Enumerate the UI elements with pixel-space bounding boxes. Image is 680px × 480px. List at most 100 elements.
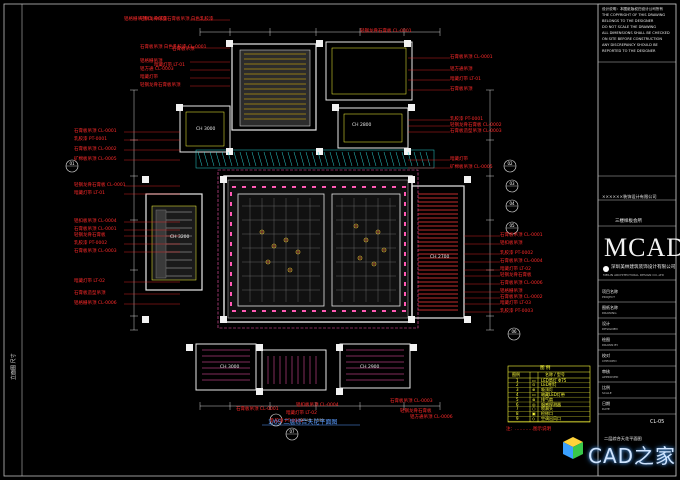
right-annotation: 乳胶漆 PT-0001 [450,117,484,122]
columns [142,40,471,395]
left-annotation: 石膏板吊顶 白色乳胶漆 CL-0001 [140,45,207,50]
right-annotation: 石膏板造型吊顶 CL-0003 [450,129,502,134]
left-annotation: 铝格栅吊顶 CL-0006 [74,301,117,306]
legend-index: 8 [516,411,519,417]
title-block-note: BELONGS TO THE DESIGNER [602,19,654,23]
project-name: 三楼样板会所 [615,219,642,224]
title-block-field-key: 审核 [602,369,610,374]
ceiling-panel-left [237,193,325,307]
title-block-note: ON SITE BEFORE CONSTRUCTION [602,37,663,41]
company-badge-icon [603,266,609,272]
room-top-left [179,105,231,153]
room-ceiling-height-tag: CH 2800 [352,123,372,128]
right-annotation: 铝格栅吊顶 [500,289,523,294]
right-annotation: 乳胶漆 PT-0002 [500,251,534,256]
legend-name: 空调出风口 [541,415,561,421]
bottom-annotation: 铝方通吊顶 CL-0006 [410,415,453,420]
right-annotation: 矿棉板吊顶 CL-0005 [450,165,493,170]
ceiling-grid [242,198,396,302]
legend-name: 喷淋头 [541,406,553,412]
legend-symbol: ◎ [532,401,536,407]
legend-title: 图 例 [540,366,551,371]
legend-index: 2 [516,382,519,388]
top-annotation: 暗藏灯带 LT-01 [154,63,186,68]
title-block-field-key: 项目名称 [602,289,618,294]
room-top-right-a [325,41,413,101]
room-top-center [231,43,317,131]
right-annotation: 石膏板吊顶 CL-0001 [450,55,493,60]
sheet-name: 二层综合天花平面图 [604,436,642,441]
bottom-annotation: 轻钢龙骨石膏板 [400,409,432,414]
sheet-number: CL-05 [650,419,665,425]
legend-header-symbol: 图例 [512,372,520,377]
sheet-title: 1/05 二层综合天花平面图 [268,419,338,426]
title-block-field-key: 校对 [602,353,610,358]
legend-symbol: ▭ [532,391,536,397]
bottom-annotation: 石膏板吊顶 CL-0003 [390,399,433,404]
title-block-field-key: 设计 [602,321,610,326]
legend-index: 7 [516,406,519,412]
scale-label: SCALE: 1:100 [300,418,324,422]
bottom-annotation: 石膏板吊顶 CL-0001 [236,407,279,412]
title-block-note: ANY DISCREPANCY SHOULD BE [602,43,658,47]
room-ceiling-height-tag: CH 2900 [360,365,380,370]
company-top: ××××××装饰设计有限公司 [602,194,657,199]
title-block-field-value: DATE [602,407,610,411]
right-annotation: 轻钢龙骨石膏板 CL-0002 [450,123,502,128]
legend-index: 3 [516,387,519,393]
left-annotation: 铝格栅吊顶 [140,59,163,64]
room-ceiling-height-tag: CH 3200 [170,235,190,240]
legend-name: 检修口 [541,411,553,417]
title-block-field-value: SCALE [602,391,612,395]
legend-symbol: ◇ [532,415,536,421]
left-annotation: 暗藏灯带 LT-01 [74,191,106,196]
left-annotation: 乳胶漆 PT-0002 [74,241,108,246]
section-bubble-label: 02 [507,160,513,166]
bottom-annotation: 铝扣板吊顶 CL-0004 [296,403,339,408]
title-block-note: ALL DIMENSIONS SHALL BE CHECKED [602,31,670,35]
company-cn: 深圳美林建筑装饰设计有限公司 [611,265,676,270]
room-ceiling-height-tag: CH 3000 [196,127,216,132]
room-top-right-b [337,107,409,149]
legend-symbol: ⊗ [532,396,536,402]
section-bubble-label: 07 [289,428,295,434]
bottom-annotation: 乳胶漆 PT-0002 [270,419,304,424]
top-annotation: 石膏板吊顶 [172,47,195,52]
left-annotation: 铝方通 CL-0003 [140,67,174,72]
title-block-field-key: 图纸名称 [602,305,618,310]
legend-table [507,365,591,423]
title-block-field-value: APPROVED [602,375,619,379]
title-block-note: THE COPYRIGHT OF THIS DRAWING [602,13,666,17]
legend-symbol: ▣ [532,411,536,417]
left-annotation: 铝扣板吊顶 CL-0004 [74,219,117,224]
left-annotation: 轻钢龙骨石膏板 CL-0001 [74,183,126,188]
left-annotation: 乳胶漆 PT-0001 [74,137,108,142]
room-bottom-a [195,343,257,391]
top-annotation: 轻钢龙骨石膏板 CL-0001 [360,29,412,34]
mcad-logo: MCAD [604,233,680,262]
left-annotation: 轻钢龙骨纸面石膏板吊顶 白色乳胶漆 [140,17,214,22]
watermark-logo: CAD之家 [588,444,677,468]
ceiling-lights [230,186,406,312]
title-block-note: 设计说明：本图纸版权归设计公司所有 [602,7,664,11]
title-block-field-key: 绘图 [602,337,610,342]
right-annotation: 暗藏灯带 LT-02 [500,267,532,272]
aluminium-strip-ceiling [239,49,311,127]
legend-symbol: ⊕ [532,387,536,393]
room-right [411,185,465,319]
section-bubble-label: 03 [509,180,515,186]
sheet-title-marker [269,413,283,427]
room-bottom-c [339,343,411,389]
title-block-field-value: DRAWING [602,311,617,315]
left-annotation: 暗藏灯带 [140,75,158,80]
light-strip-band [217,169,419,329]
section-bubble-label: 05 [509,222,515,228]
title-block [597,3,677,477]
company-en: MEILIN ARCHITECTURAL DESIGN CO.,LTD [603,273,664,277]
left-margin-text: 立面图 尺寸 [11,353,17,380]
right-annotation: 暗藏灯带 LT-03 [500,301,532,306]
leader-lines [124,19,500,313]
legend-index: 4 [516,391,519,397]
right-annotation: 石膏板吊顶 [450,87,473,92]
